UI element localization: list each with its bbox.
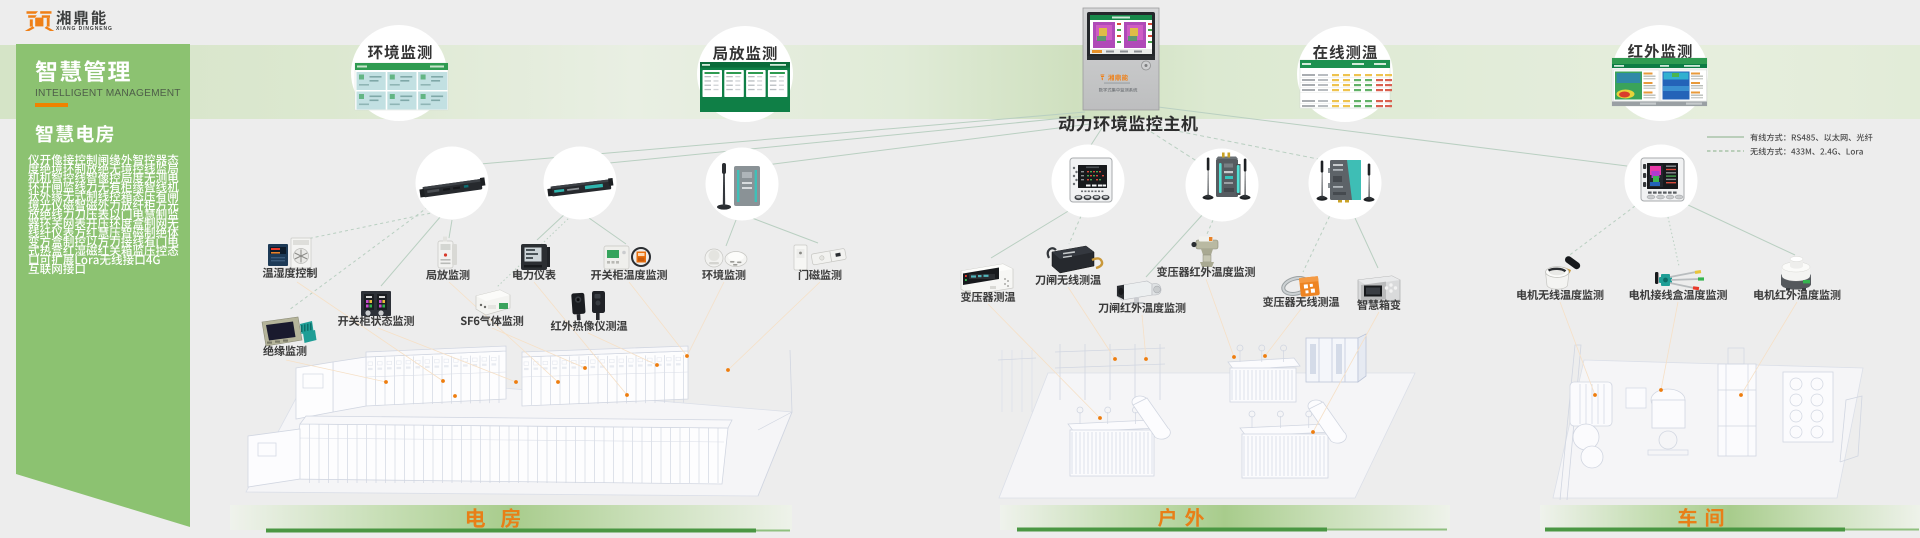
svg-text:INTELLIGENT MANAGEMENT: INTELLIGENT MANAGEMENT	[35, 88, 181, 99]
svg-text:XIANG DINGNENG: XIANG DINGNENG	[56, 26, 113, 32]
